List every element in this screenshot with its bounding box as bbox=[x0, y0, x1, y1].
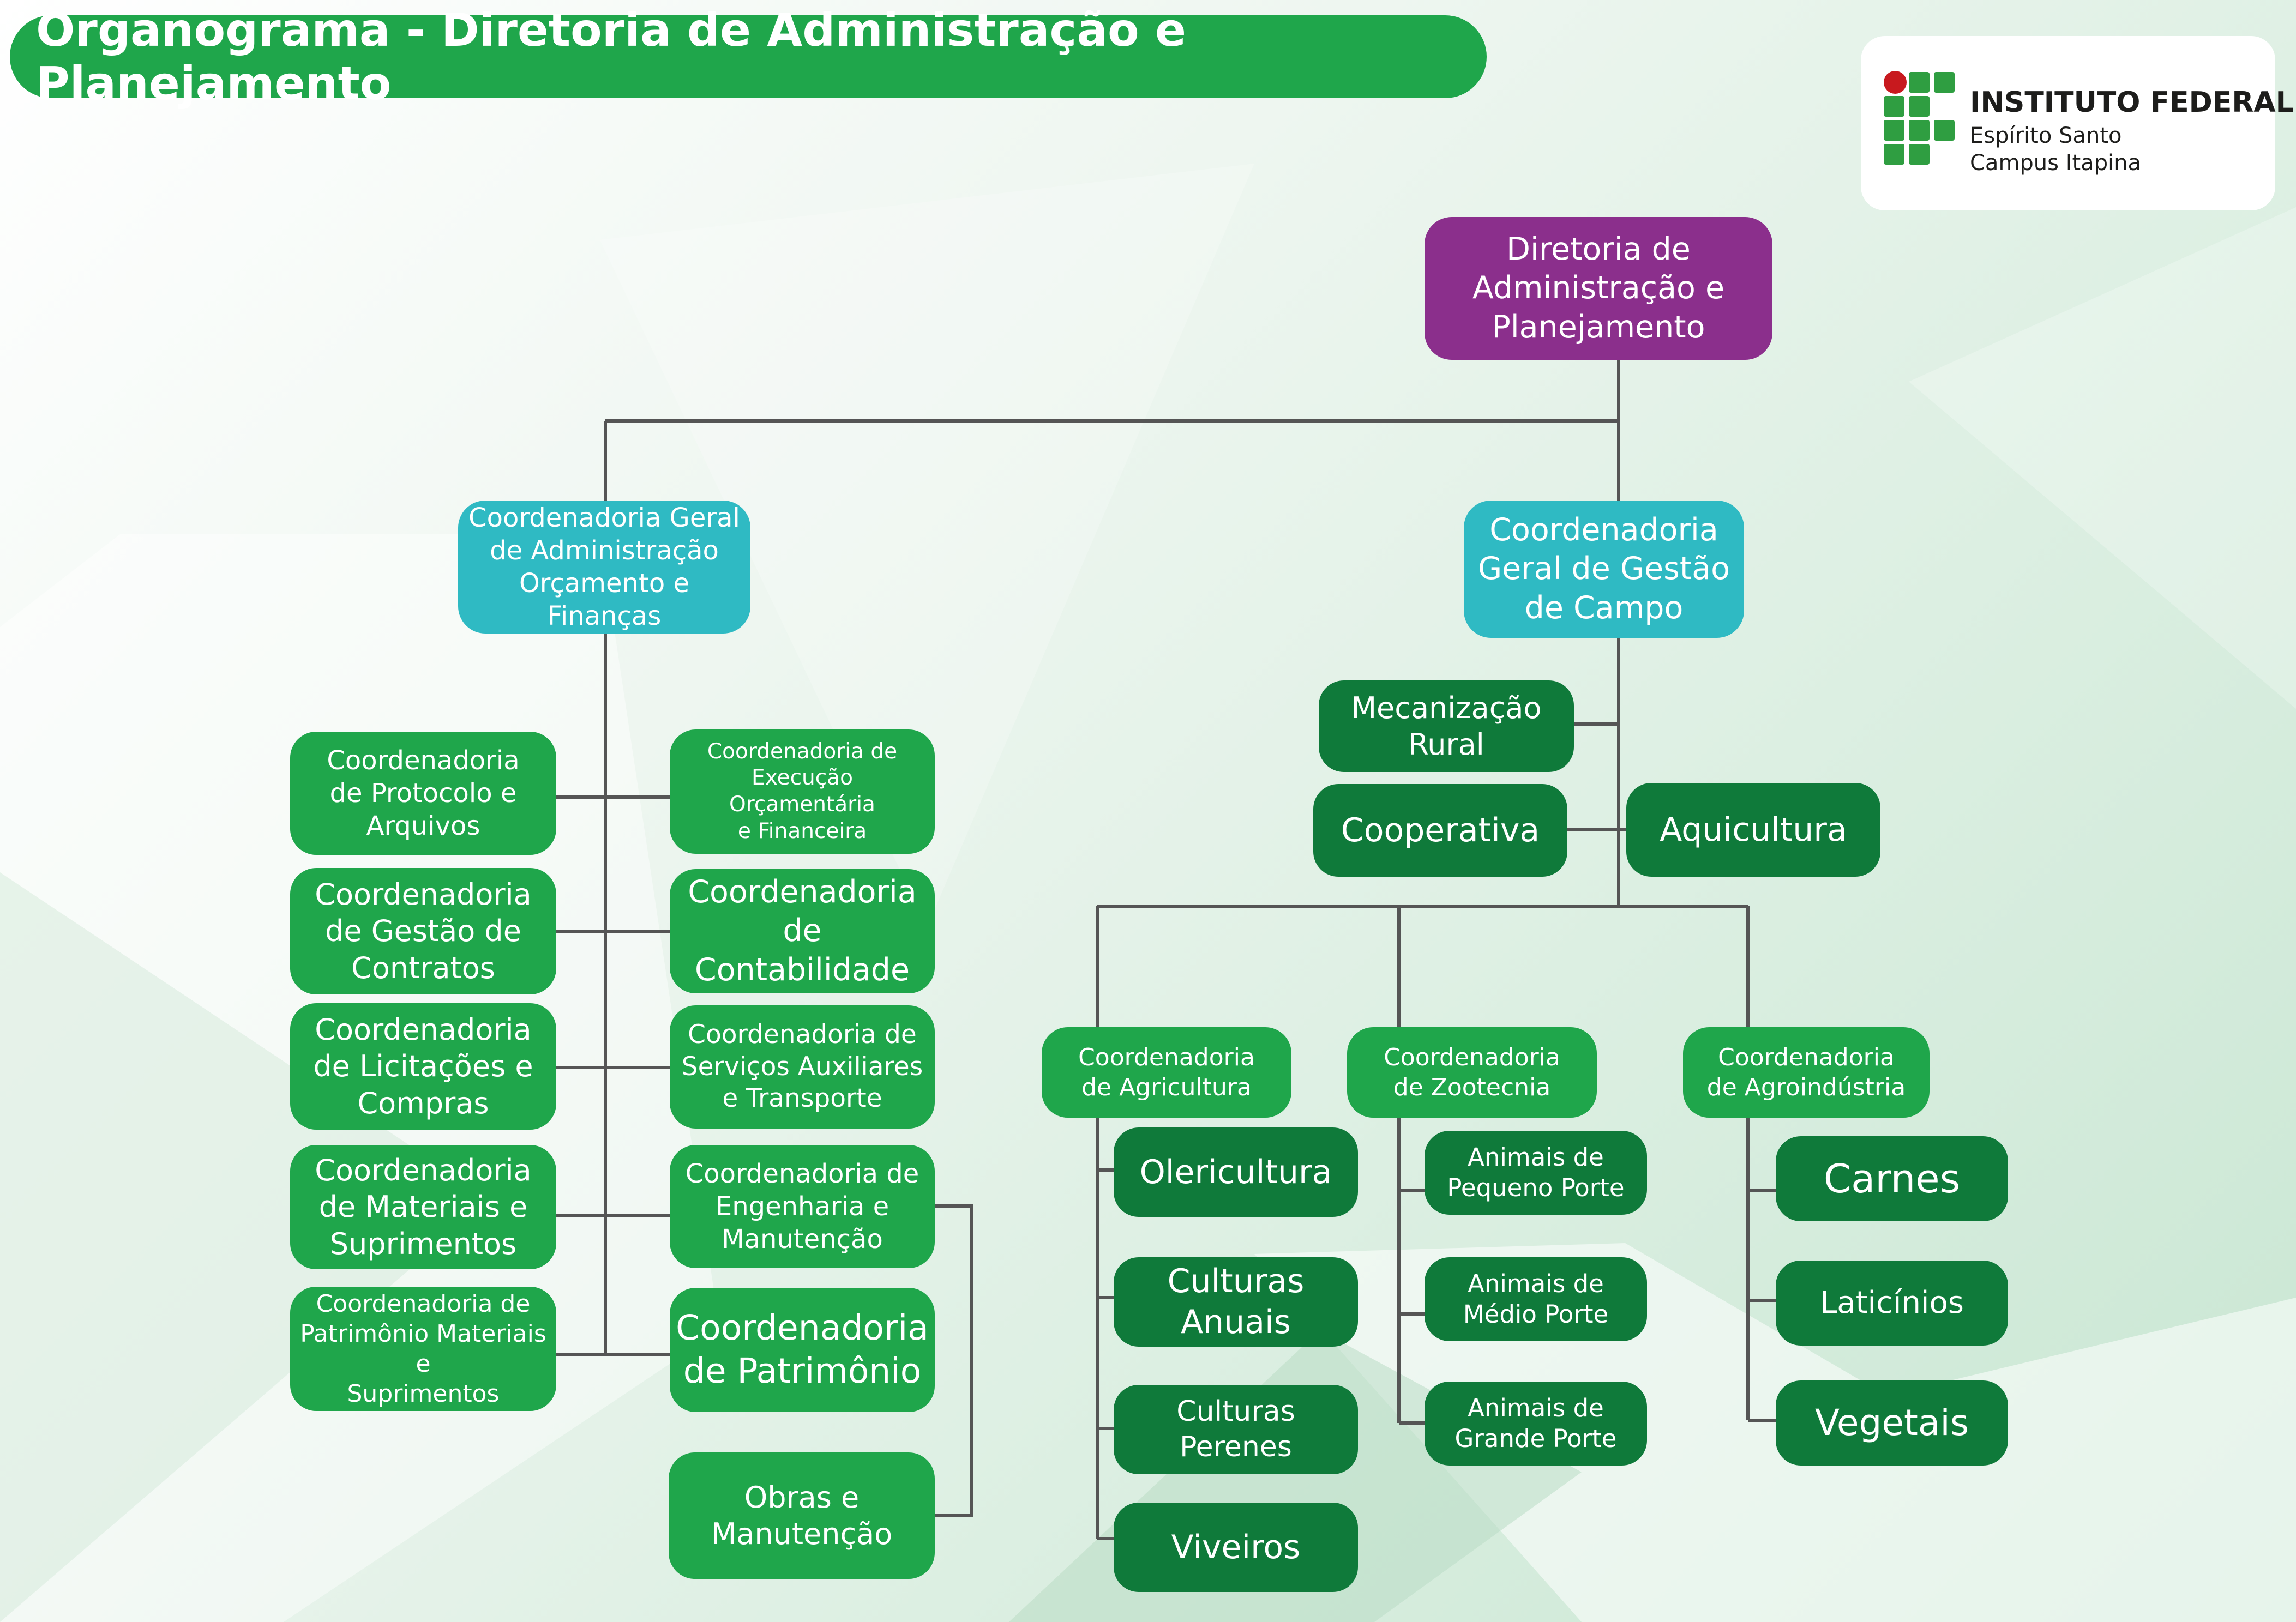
node-coordenadoria-gestao-contratos: Coordenadoria de Gestão de Contratos bbox=[290, 868, 556, 994]
node-coordenadoria-patrimonio: Coordenadoria de Patrimônio bbox=[670, 1288, 935, 1412]
node-carnes: Carnes bbox=[1776, 1136, 2008, 1221]
node-coordenadoria-servicos-auxiliares: Coordenadoria de Serviços Auxiliares e T… bbox=[670, 1005, 935, 1129]
node-olericultura: Olericultura bbox=[1114, 1127, 1358, 1217]
node-aquicultura: Aquicultura bbox=[1626, 783, 1880, 877]
node-mecanizacao-rural: Mecanização Rural bbox=[1319, 680, 1574, 772]
node-laticinios: Laticínios bbox=[1776, 1261, 2008, 1346]
logo-line-3: Campus Itapina bbox=[1970, 150, 2142, 176]
node-coordenadoria-protocolo-arquivos: Coordenadoria de Protocolo e Arquivos bbox=[290, 732, 556, 855]
institute-logo: INSTITUTO FEDERAL Espírito Santo Campus … bbox=[1861, 36, 2294, 210]
node-coordenadoria-agroindustria: Coordenadoria de Agroindústria bbox=[1683, 1027, 1930, 1118]
node-coordenadoria-licitacoes-compras: Coordenadoria de Licitações e Compras bbox=[290, 1003, 556, 1130]
node-coordenadoria-materiais-suprimentos: Coordenadoria de Materiais e Suprimentos bbox=[290, 1145, 556, 1269]
node-vegetais: Vegetais bbox=[1776, 1380, 2008, 1466]
node-culturas-anuais: Culturas Anuais bbox=[1114, 1257, 1358, 1347]
institute-logo-mark bbox=[1884, 71, 1960, 166]
node-coordenadoria-zootecnia: Coordenadoria de Zootecnia bbox=[1347, 1027, 1597, 1118]
node-cooperativa: Cooperativa bbox=[1313, 784, 1567, 877]
node-coordenadoria-geral-administracao: Coordenadoria Geral de Administração Orç… bbox=[458, 501, 750, 634]
logo-line-1: INSTITUTO FEDERAL bbox=[1970, 86, 2294, 119]
node-animais-pequeno-porte: Animais de Pequeno Porte bbox=[1425, 1131, 1647, 1215]
page-title: Organograma - Diretoria de Administração… bbox=[10, 3, 1487, 110]
node-coordenadoria-contabilidade: Coordenadoria de Contabilidade bbox=[670, 869, 935, 993]
node-coordenadoria-geral-gestao-campo: Coordenadoria Geral de Gestão de Campo bbox=[1464, 501, 1744, 638]
node-obras-manutencao: Obras e Manutenção bbox=[669, 1452, 935, 1579]
node-culturas-perenes: Culturas Perenes bbox=[1114, 1385, 1358, 1474]
node-diretoria-administracao-planejamento: Diretoria de Administração e Planejament… bbox=[1425, 217, 1772, 360]
node-animais-medio-porte: Animais de Médio Porte bbox=[1425, 1257, 1647, 1341]
node-coordenadoria-patrimonio-materiais: Coordenadoria de Patrimônio Materiais e … bbox=[290, 1287, 556, 1411]
node-coordenadoria-execucao-orcamentaria: Coordenadoria de Execução Orçamentária e… bbox=[670, 729, 935, 854]
logo-line-2: Espírito Santo bbox=[1970, 123, 2122, 148]
node-animais-grande-porte: Animais de Grande Porte bbox=[1425, 1382, 1647, 1466]
node-coordenadoria-engenharia-manutencao: Coordenadoria de Engenharia e Manutenção bbox=[670, 1145, 935, 1268]
node-viveiros: Viveiros bbox=[1114, 1503, 1358, 1592]
node-coordenadoria-agricultura: Coordenadoria de Agricultura bbox=[1042, 1027, 1291, 1118]
